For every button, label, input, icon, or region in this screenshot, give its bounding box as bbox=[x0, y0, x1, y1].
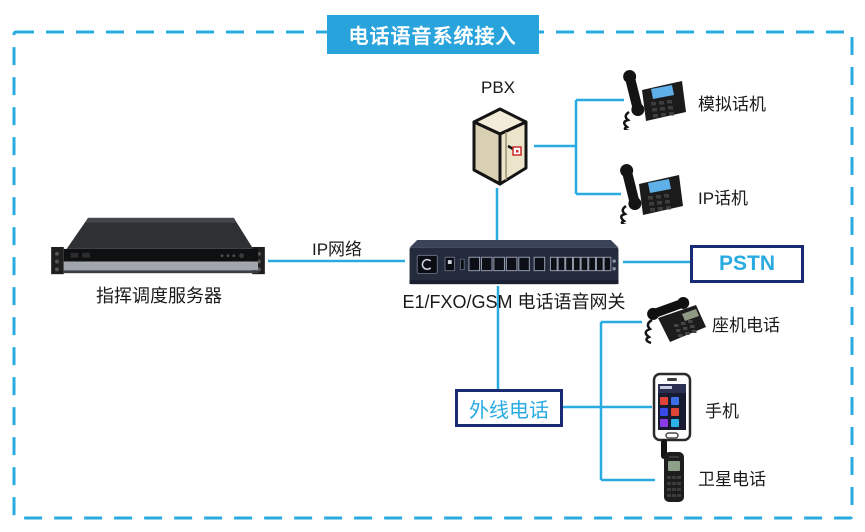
voice-gateway-icon bbox=[405, 240, 623, 286]
pstn-box: PSTN bbox=[690, 245, 804, 283]
analog-phone-label: 模拟话机 bbox=[698, 95, 766, 114]
ip-phone-label: IP话机 bbox=[698, 189, 749, 208]
desk-phone-icon bbox=[640, 294, 710, 352]
server-label: 指挥调度服务器 bbox=[96, 286, 222, 306]
pbx-icon bbox=[462, 104, 534, 188]
mobile-phone-icon bbox=[650, 372, 694, 444]
desk-phone-label: 座机电话 bbox=[712, 316, 780, 335]
mobile-phone-label: 手机 bbox=[705, 402, 739, 421]
rack-server-icon bbox=[50, 212, 266, 280]
outside-line-label: 外线电话 bbox=[469, 399, 549, 422]
pbx-label: PBX bbox=[480, 78, 516, 97]
title-badge: 电话语音系统接入 bbox=[326, 15, 539, 54]
satellite-phone-icon bbox=[655, 438, 691, 504]
pstn-label: PSTN bbox=[718, 252, 775, 275]
gateway-label: E1/FXO/GSM 电话语音网关 bbox=[402, 292, 626, 312]
outside-line-box: 外线电话 bbox=[455, 389, 563, 427]
ip-network-label: IP网络 bbox=[311, 240, 363, 259]
analog-phone-icon bbox=[620, 68, 688, 130]
ip-phone-icon bbox=[617, 162, 685, 224]
satellite-phone-label: 卫星电话 bbox=[698, 470, 766, 489]
